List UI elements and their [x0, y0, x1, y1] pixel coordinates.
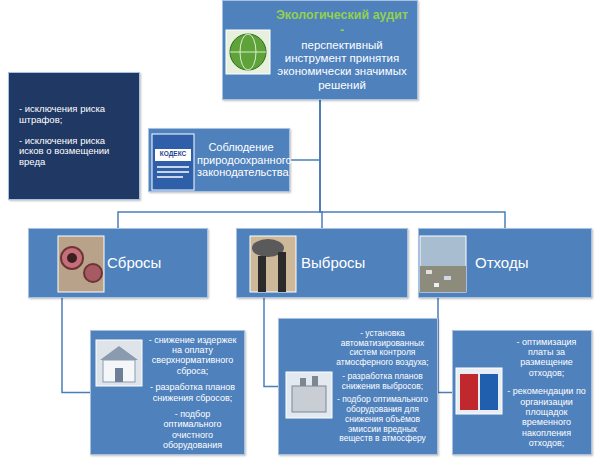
node-text: - установка автоматизированных систем ко…: [331, 329, 434, 368]
root-box: Экологический аудит -перспективный инстр…: [222, 0, 418, 100]
node-text: - подбор оптимального оборудования для с…: [331, 395, 434, 444]
node-text: - исключения риска штрафов;: [19, 104, 131, 126]
node-text: перспективный инструмент принятия эконом…: [273, 39, 411, 92]
node-text: Отходы: [475, 254, 587, 271]
connector-line: [62, 298, 90, 393]
note-box: - исключения риска штрафов; - исключения …: [8, 72, 140, 200]
node-text: - снижение издержек на оплату сверхнорма…: [145, 335, 240, 376]
connector-line: [438, 298, 452, 393]
node-text: - оптимизация платы за размещение отходо…: [505, 337, 588, 378]
process-box: - снижение издержек на оплату сверхнорма…: [90, 330, 245, 455]
connector-line: [290, 100, 320, 160]
process-box: Отходы: [418, 228, 592, 298]
node-text: - разработка планов снижения сбросов;: [145, 382, 240, 403]
book-title: КОДЕКС: [155, 150, 191, 157]
node-text: - рекомендации по организации площадок в…: [505, 386, 588, 448]
connector-line: [118, 100, 320, 228]
node-text: - подбор оптимального очистного оборудов…: [145, 409, 240, 450]
node-text: Сбросы: [107, 254, 203, 271]
process-box: Соблюдение природоохранного законодатель…: [148, 128, 290, 192]
node-text: - разработка планов снижения выбросов;: [331, 372, 434, 392]
process-box: - установка автоматизированных систем ко…: [278, 318, 438, 455]
node-text: - исключения риска исков о возмещении вр…: [19, 136, 131, 169]
process-box: Выбросы: [236, 228, 408, 298]
node-text: Выбросы: [301, 254, 403, 271]
connector-line: [264, 298, 278, 387]
connector-line: [320, 100, 505, 228]
node-text: Соблюдение природоохранного законодатель…: [197, 141, 285, 179]
node-text: Экологический аудит -: [273, 8, 411, 37]
process-box: Сбросы: [28, 228, 208, 298]
process-box: - оптимизация платы за размещение отходо…: [452, 330, 592, 455]
